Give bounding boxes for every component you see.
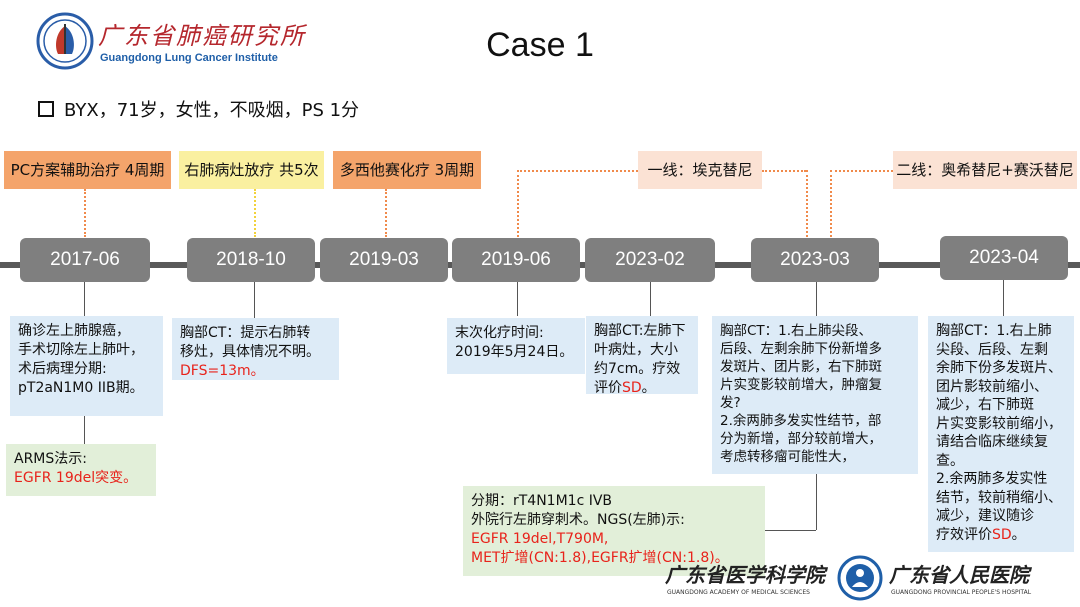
institute-emblem-icon [36, 12, 94, 70]
patient-info: BYX，71岁，女性，不吸烟，PS 1分 [38, 96, 359, 122]
note-line-highlight: EGFR 19del突变。 [14, 470, 138, 486]
note-2017-06: 确诊左上肺腺癌， 手术切除左上肺叶， 术后病理分期: pT2aN1M0 IIB期… [10, 316, 163, 416]
note-line: 发斑片、团片影，右下肺斑 [720, 359, 882, 375]
note-line: 末次化疗时间: [455, 325, 544, 341]
note-line: pT2aN1M0 IIB期。 [18, 380, 144, 396]
note-text-highlight: SD [622, 380, 642, 396]
hospital-emblem-icon [837, 555, 883, 601]
note-line: 约7cm。疗效 [594, 361, 681, 377]
connector-line [816, 472, 817, 530]
timeline-node-2023-03: 2023-03 [751, 238, 879, 282]
note-line: 片实变影较前增大，肿瘤复 [720, 377, 882, 393]
connector-line [517, 282, 518, 316]
connector-line [764, 530, 816, 531]
hospital-name: 广东省人民医院 [889, 563, 1029, 587]
note-line: 请结合临床继续复 [936, 434, 1048, 450]
note-line: 胸部CT：1.右上肺 [936, 323, 1052, 339]
connector-line [650, 282, 651, 316]
note-line: 2.余两肺多发实性 [936, 471, 1048, 487]
note-line: 评价SD。 [594, 379, 690, 398]
treatment-tag-pc: PC方案辅助治疗 4周期 [4, 151, 171, 189]
note-arms: ARMS法示: EGFR 19del突变。 [6, 444, 156, 496]
note-line: 考虑转移瘤可能性大， [720, 449, 855, 465]
note-line: 2019年5月24日。 [455, 344, 574, 360]
note-line: ARMS法示: [14, 451, 87, 467]
note-line: 分为新增，部分较前增大， [720, 431, 882, 447]
connector-line [84, 189, 86, 237]
connector-line [762, 170, 806, 172]
footer-logos: 广东省医学科学院 GUANGDONG ACADEMY OF MEDICAL SC… [665, 553, 1065, 605]
treatment-tag-radiotherapy: 右肺病灶放疗 共5次 [179, 151, 324, 189]
timeline-node-2017-06: 2017-06 [20, 238, 150, 282]
timeline-node-2023-04: 2023-04 [940, 236, 1068, 280]
note-line: 叶病灶，大小 [594, 342, 678, 358]
note-text-highlight: SD [992, 526, 1012, 543]
note-line: 减少，右下肺斑 [936, 397, 1034, 413]
note-line: 发? [720, 395, 741, 411]
note-staging: 分期：rT4N1M1c IVB 外院行左肺穿刺术。NGS(左肺)示: EGFR … [463, 486, 765, 576]
note-line: 减少，建议随诊 [936, 508, 1034, 524]
note-line: 术后病理分期: [18, 361, 107, 377]
note-line: 分期：rT4N1M1c IVB [471, 493, 613, 509]
timeline-node-2018-10: 2018-10 [187, 238, 315, 282]
note-line: 胸部CT:左肺下 [594, 323, 686, 339]
hospital-english-name: GUANGDONG PROVINCIAL PEOPLE'S HOSPITAL [891, 589, 1032, 596]
timeline-node-2023-02: 2023-02 [585, 238, 715, 282]
academy-english-name: GUANGDONG ACADEMY OF MEDICAL SCIENCES [667, 589, 810, 596]
note-line: 尖段、后段、左剩 [936, 341, 1048, 358]
connector-line [517, 170, 638, 172]
institute-logo: 广东省肺癌研究所 Guangdong Lung Cancer Institute [36, 12, 304, 76]
timeline-node-2019-06: 2019-06 [452, 238, 580, 282]
note-line: 胸部CT：1.右上肺尖段、 [720, 323, 873, 339]
note-line: 外院行左肺穿刺术。NGS(左肺)示: [471, 512, 685, 528]
note-line: 查。 [936, 452, 964, 469]
connector-line [1003, 280, 1004, 316]
page-title: Case 1 [486, 26, 594, 64]
connector-line [816, 282, 817, 316]
note-line: 手术切除左上肺叶， [18, 342, 144, 358]
connector-line [806, 170, 808, 237]
note-line: 结节，较前稍缩小、 [936, 489, 1062, 506]
note-line: 片实变影较前缩小， [936, 415, 1062, 432]
note-text: 评价 [594, 380, 622, 396]
treatment-tag-icotinib: 一线：埃克替尼 [638, 151, 762, 189]
connector-line [84, 416, 85, 444]
note-line: 移灶，具体情况不明。 [180, 344, 320, 360]
note-2019-06: 末次化疗时间: 2019年5月24日。 [447, 318, 585, 374]
note-line-highlight: MET扩增(CN:1.8),EGFR扩增(CN:1.8)。 [471, 550, 729, 566]
note-text: 疗效评价 [936, 526, 992, 543]
timeline-node-2019-03: 2019-03 [320, 238, 448, 282]
note-text: 。 [641, 380, 656, 396]
connector-line [385, 189, 387, 237]
logo-english-name: Guangdong Lung Cancer Institute [100, 52, 278, 64]
treatment-tag-osimertinib: 二线：奥希替尼+赛沃替尼 [893, 151, 1077, 189]
academy-name: 广东省医学科学院 [665, 563, 825, 587]
note-line: 疗效评价SD。 [936, 526, 1066, 545]
note-text: 。 [1011, 526, 1026, 543]
note-2023-03: 胸部CT：1.右上肺尖段、 后段、左剩余肺下份新增多 发斑片、团片影，右下肺斑 … [712, 316, 918, 474]
connector-line [84, 282, 85, 316]
note-line: 余肺下份多发斑片、 [936, 360, 1062, 376]
note-line-highlight: EGFR 19del,T790M, [471, 531, 609, 547]
note-2018-10: 胸部CT：提示右肺转 移灶，具体情况不明。 DFS=13m。 [172, 318, 339, 380]
connector-line [254, 282, 255, 318]
connector-line [830, 170, 893, 172]
logo-chinese-name: 广东省肺癌研究所 [98, 22, 306, 50]
note-line: 团片影较前缩小、 [936, 378, 1048, 395]
note-line: 后段、左剩余肺下份新增多 [720, 341, 882, 357]
note-line: 胸部CT：提示右肺转 [180, 325, 311, 341]
note-line-highlight: DFS=13m。 [180, 363, 265, 379]
checkbox-square-icon [38, 101, 54, 117]
note-2023-04: 胸部CT：1.右上肺 尖段、后段、左剩 余肺下份多发斑片、 团片影较前缩小、 减… [928, 316, 1074, 552]
treatment-tag-docetaxel: 多西他赛化疗 3周期 [333, 151, 481, 189]
connector-line [517, 170, 519, 237]
patient-info-text: BYX，71岁，女性，不吸烟，PS 1分 [64, 100, 360, 121]
note-line: 2.余两肺多发实性结节，部 [720, 413, 882, 429]
note-line: 确诊左上肺腺癌， [18, 323, 130, 339]
connector-line [254, 189, 256, 237]
connector-line [830, 170, 832, 237]
note-2023-02: 胸部CT:左肺下 叶病灶，大小 约7cm。疗效 评价SD。 [586, 316, 698, 396]
